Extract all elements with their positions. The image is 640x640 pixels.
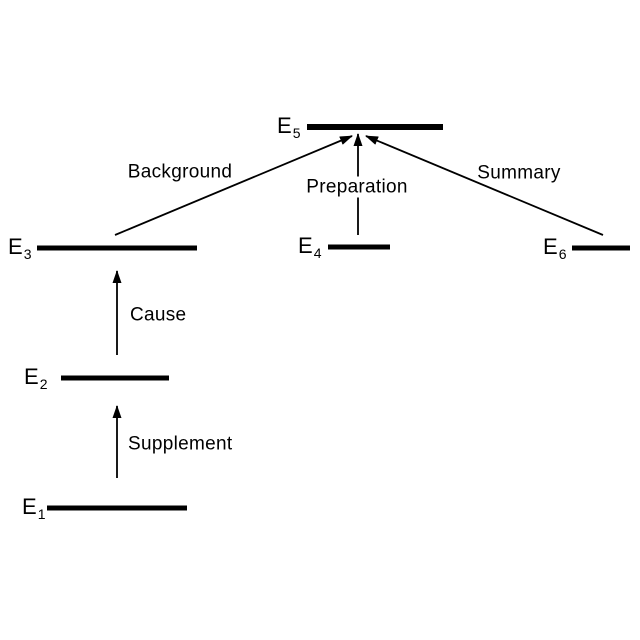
edge-label-summary: Summary bbox=[477, 162, 561, 184]
node-e2-symbol: E bbox=[24, 364, 39, 389]
node-e4-subscript: 4 bbox=[313, 245, 322, 261]
edge-arrow-background bbox=[114, 135, 353, 236]
node-e6-symbol: E bbox=[543, 234, 558, 259]
node-e3-symbol: E bbox=[8, 234, 23, 259]
edge-label-cause: Cause bbox=[130, 304, 187, 326]
node-label-e6: E6 bbox=[543, 234, 567, 263]
node-e5-symbol: E bbox=[277, 113, 292, 138]
node-e1-subscript: 1 bbox=[37, 506, 46, 522]
node-e5-subscript: 5 bbox=[292, 125, 301, 141]
node-e6-subscript: 6 bbox=[558, 246, 567, 262]
node-e2-subscript: 2 bbox=[39, 376, 48, 392]
edge-arrow-summary bbox=[365, 135, 604, 236]
node-label-e4: E4 bbox=[298, 233, 322, 262]
edge-label-preparation: Preparation bbox=[303, 176, 411, 198]
node-label-e5: E5 bbox=[277, 113, 301, 142]
edge-label-background: Background bbox=[127, 161, 233, 183]
node-e4-symbol: E bbox=[298, 233, 313, 258]
edge-label-supplement: Supplement bbox=[128, 433, 233, 455]
node-label-e3: E3 bbox=[8, 234, 32, 263]
node-label-e1: E1 bbox=[22, 494, 46, 523]
node-e1-symbol: E bbox=[22, 494, 37, 519]
node-label-e2: E2 bbox=[24, 364, 48, 393]
node-e3-subscript: 3 bbox=[23, 246, 32, 262]
